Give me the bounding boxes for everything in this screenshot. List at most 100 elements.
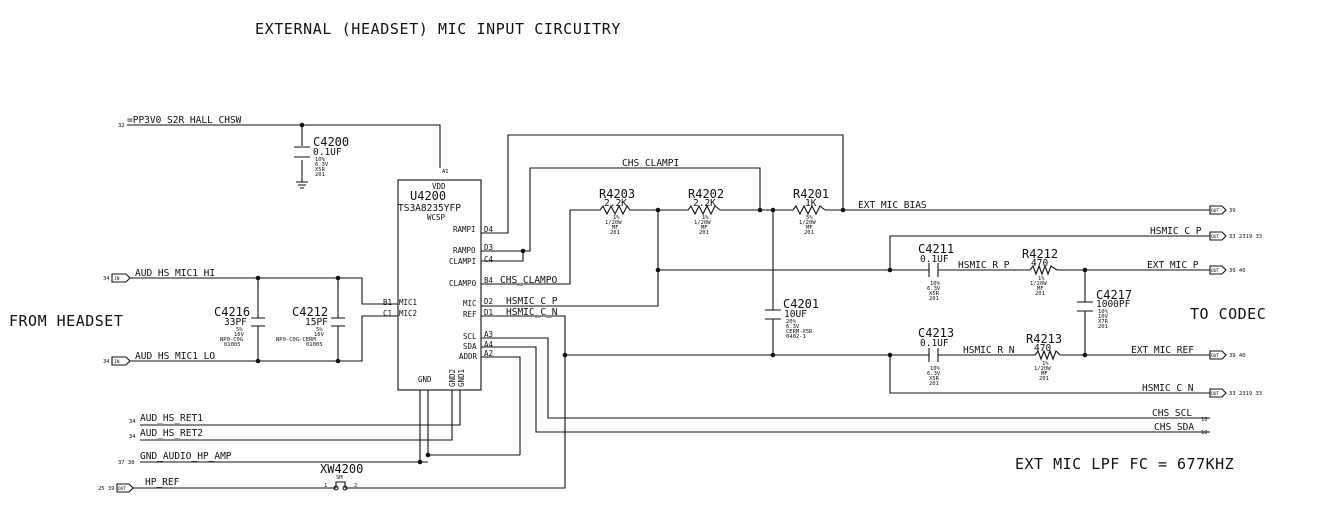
wires [127,124,1210,489]
ret1-page-ref: 34 [129,419,136,425]
ref: R4202 [688,187,724,201]
net-ext-mic-p: EXT_MIC_P [1147,260,1199,271]
pin-num: D1 [484,308,493,317]
page-title: EXTERNAL (HEADSET) MIC INPUT CIRCUITRY [255,20,621,38]
port-label: OUT [1211,208,1219,214]
value: 0.1UF [920,338,949,349]
pin-num: B1 [383,298,392,307]
svg-text:16V: 16V [234,332,245,338]
net-ext-mic-bias: EXT_MIC_BIAS [858,200,927,211]
value: 1K [805,198,817,209]
ic-package: WCSP [427,213,446,222]
port-mic1-hi: IN 34 [103,273,131,283]
pin-name: RAMPO [453,246,476,255]
value: 0.1UF [920,254,949,265]
svg-text:10%: 10% [315,157,326,163]
svg-text:MF: MF [1037,286,1044,292]
net-chs-scl: CHS_SCL [1152,408,1192,419]
capacitor-c4212: C4212 15PF 5% 16V NP0-C0G-CERM 01005 [276,305,345,348]
net-hsmic-r-p: HSMIC_R_P [958,260,1010,271]
resistor-r4213: R4213 470 1% 1/20W MF 201 [1026,332,1062,382]
ic-ref: U4200 [410,189,446,203]
value: 2.2K [604,198,627,209]
port-mic1-lo: IN 34 [103,356,131,366]
svg-text:2: 2 [354,483,357,489]
svg-text:201: 201 [699,230,709,236]
svg-text:X5R: X5R [929,376,940,382]
svg-text:1%: 1% [1038,276,1045,282]
page-ref: 34 [103,359,110,365]
ic-gnd-pin: GND [418,375,432,384]
svg-text:5%: 5% [316,327,323,333]
svg-text:X5R: X5R [315,167,326,173]
net-ret1: AUD_HS_RET1 [140,413,203,424]
resistor-r4202: R4202 2.2K 1% 1/20W MF 201 [687,187,724,236]
pin-name: MIC1 [399,298,417,307]
svg-text:10%: 10% [930,366,941,372]
page-ref: 33 2319 33 [1229,391,1262,397]
capacitor-c4216: C4216 33PF 5% 16V NP0-C0G 01005 [214,305,265,348]
svg-text:5%: 5% [806,215,813,221]
ref: R4203 [599,187,635,201]
port-label: OUT [1211,391,1219,397]
port-label: IN [114,359,120,365]
svg-text:1: 1 [324,483,327,489]
svg-text:5%: 5% [236,327,243,333]
port-hsmic-c-n: OUT 33 2319 33 [1209,388,1262,398]
svg-text:10%: 10% [930,281,941,287]
pin-num: B4 [484,276,494,285]
svg-text:201: 201 [1039,376,1049,382]
net-ext-mic-ref: EXT_MIC_REF [1131,345,1194,356]
ref: C4200 [313,135,349,149]
port-ext-mic-ref: OUT 39 40 [1209,350,1246,360]
svg-text:6.3V: 6.3V [927,286,941,292]
pin-name: RAMPI [453,225,476,234]
net-pp3v0: =PP3V0_S2R_HALL_CHSW [127,115,242,126]
svg-text:A1: A1 [442,169,449,175]
value: 470 [1031,258,1048,269]
capacitor-c4211: C4211 0.1UF 10% 6.3V X5R 201 [918,242,954,302]
value: SM [336,475,343,481]
ref: C4216 [214,305,250,319]
svg-text:01005: 01005 [224,342,241,348]
gnd-page-ref: 37 38 [118,460,135,466]
pin-name: MIC2 [399,309,417,318]
svg-text:X7R: X7R [1098,319,1109,325]
ref: R4213 [1026,332,1062,346]
pp3v0-page-ref: 32 [118,123,125,129]
ref: R4201 [793,187,829,201]
svg-text:201: 201 [804,230,814,236]
net-hsmic-c-n: HSMIC_C_N [506,307,558,318]
svg-text:1/20W: 1/20W [605,220,622,226]
resistor-r4203: R4203 2.2K 1% 1/20W MF 201 [599,187,635,236]
value: 0.1UF [313,147,342,158]
net-gnd-audio: GND_AUDIO_HP_AMP [140,451,232,462]
pin-name: GND2 [448,369,457,387]
svg-text:NP0-C0G-CERM: NP0-C0G-CERM [276,337,316,343]
pin-num: A4 [484,340,494,349]
port-ext-mic-p: OUT 39 40 [1209,265,1246,275]
port-label: IN [114,276,120,282]
page-ref: 25 39 [98,486,115,492]
svg-text:201: 201 [610,230,620,236]
svg-text:MF: MF [612,225,619,231]
ic-part: TS3A8235YFP [398,203,461,214]
ic-vdd-pin: VDD [432,182,446,191]
svg-text:MF: MF [701,225,708,231]
net-mic1-lo: AUD_HS_MIC1_LO [135,351,215,362]
value: 470 [1034,343,1051,354]
svg-text:201: 201 [1035,291,1045,297]
pin-num: D2 [484,297,493,306]
svg-text:NP0-C0G: NP0-C0G [220,337,243,343]
pin-name: SCL [463,332,477,341]
svg-text:X5R: X5R [929,291,940,297]
pin-num: A2 [484,349,493,358]
svg-text:201: 201 [1098,324,1108,330]
port-label: OUT [118,486,126,492]
svg-text:10V: 10V [1098,314,1109,320]
lpf-note: EXT MIC LPF FC = 677KHZ [1015,455,1234,473]
resistor-r4212: R4212 470 1% 1/20W MF 201 [1022,247,1058,297]
net-chs-clampo: CHS_CLAMPO [500,275,557,286]
value: 10UF [784,309,807,320]
pin-name: REF [463,310,477,319]
